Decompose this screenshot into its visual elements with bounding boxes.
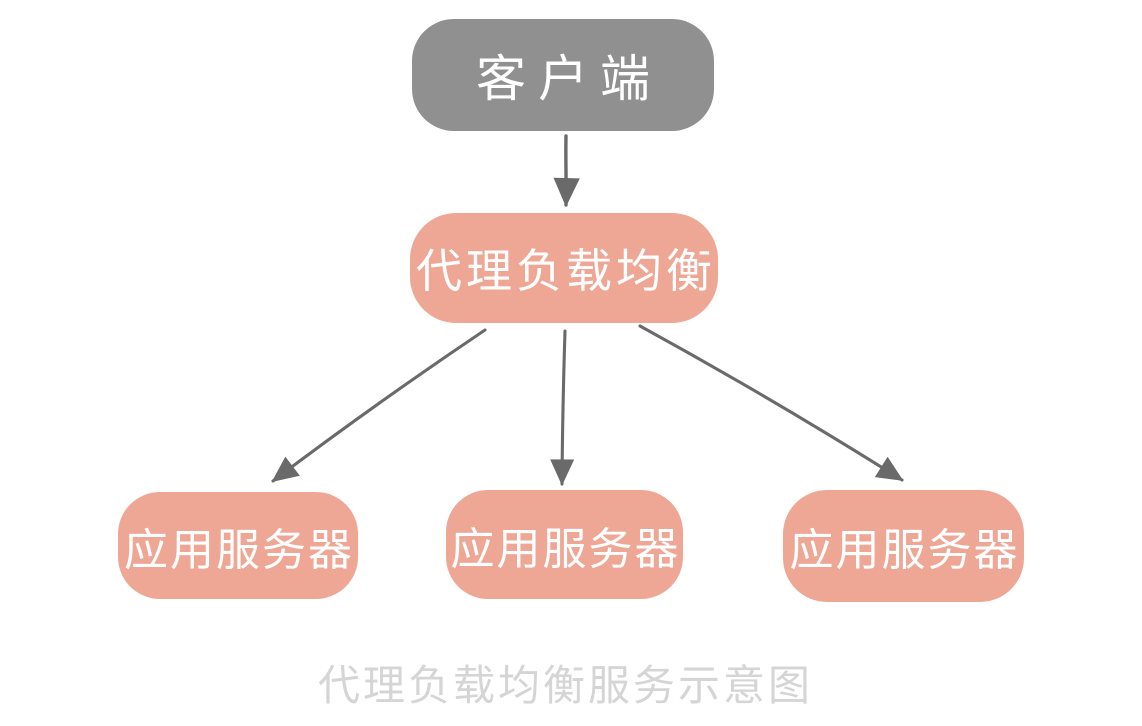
node-app-server-2: 应用服务器 [446, 490, 683, 599]
node-proxy-label: 代理负载均衡 [416, 244, 716, 298]
node-app-server-2-label: 应用服务器 [450, 523, 681, 575]
arrow-proxy-to-server2 [550, 329, 575, 486]
node-app-server-1: 应用服务器 [118, 492, 358, 599]
node-app-server-3-label: 应用服务器 [789, 525, 1020, 576]
node-app-server-1-label: 应用服务器 [124, 524, 354, 576]
node-client-label: 客户端 [476, 50, 662, 108]
node-client: 客户端 [412, 19, 714, 131]
arrow-proxy-to-server1 [271, 328, 487, 483]
node-app-server-3: 应用服务器 [783, 490, 1024, 602]
diagram-caption: 代理负载均衡服务示意图 [317, 661, 813, 710]
arrow-proxy-to-server3 [638, 324, 904, 482]
node-proxy-load-balancer: 代理负载均衡 [410, 213, 718, 323]
